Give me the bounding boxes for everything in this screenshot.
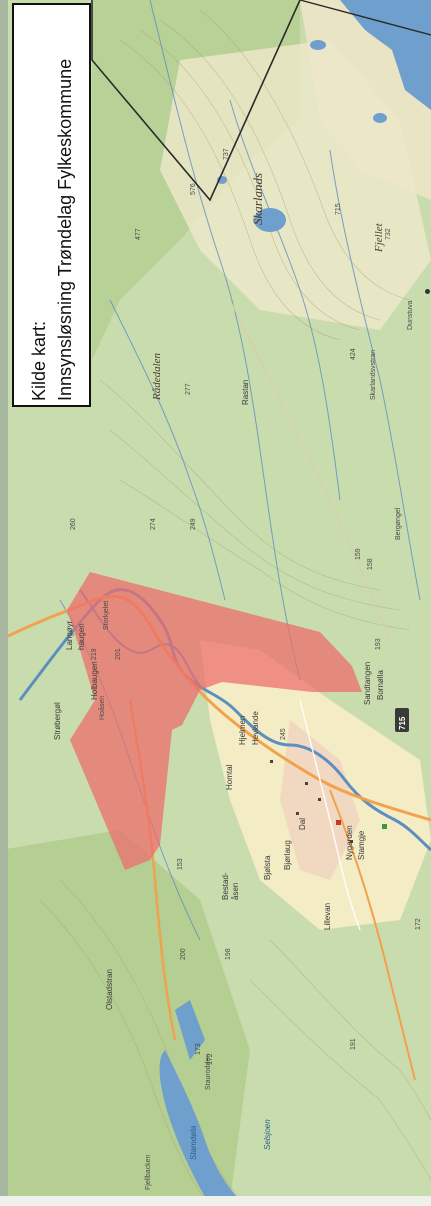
label-stamdola: Stamdøla xyxy=(189,1125,198,1160)
lake xyxy=(254,208,286,232)
boundary-line xyxy=(299,0,431,36)
label-dal: Dal xyxy=(298,818,307,830)
scan-speck xyxy=(425,289,430,294)
peak-height: 201 xyxy=(115,648,122,660)
lake xyxy=(373,113,387,123)
peak-height: 172 xyxy=(207,1053,214,1065)
label-dunstuva: Dunstuva xyxy=(407,300,414,330)
peak-height: 200 xyxy=(180,948,187,960)
road-number: 715 xyxy=(398,716,407,730)
road-number-badge: 715 xyxy=(395,708,409,732)
lake-selsjoen xyxy=(159,1050,245,1206)
label-homtal: Homtal xyxy=(225,764,234,790)
streams xyxy=(59,0,421,941)
label-lillevan: Lillevan xyxy=(323,903,332,930)
map-source-box: Kilde kart: Innsynsløsning Trøndelag Fyl… xyxy=(12,3,91,407)
label-fjellet: Fjellet xyxy=(373,222,385,253)
highland-area xyxy=(160,40,431,330)
label-stamgje: Stamgje xyxy=(357,830,366,860)
peak-height: 153 xyxy=(177,858,184,870)
scan-edge xyxy=(0,0,8,1206)
label-skarlandsvstran: Skarlandsvstran xyxy=(370,350,377,400)
building-icon xyxy=(350,840,353,843)
peak-height: 173 xyxy=(195,1043,202,1055)
highlighted-area xyxy=(67,572,362,870)
label-staurodden: Staurodden xyxy=(205,1054,212,1090)
label-bjorlaug: Bjørlaug xyxy=(283,840,292,870)
track xyxy=(229,299,391,641)
minor-road xyxy=(299,699,361,931)
label-bornolla: Bornølla xyxy=(376,670,385,700)
building-icon xyxy=(318,798,321,801)
label-sandtangen: Sandtangen xyxy=(363,662,372,705)
peak-height: 249 xyxy=(190,518,197,530)
road-badge-background xyxy=(395,708,409,732)
school-icon xyxy=(382,824,387,829)
peak-height: 172 xyxy=(415,918,422,930)
label-olstadstran: Olstadstran xyxy=(105,969,114,1010)
label-skarlands: Skarlands xyxy=(250,173,265,225)
label-hjelmen: Hjelmen xyxy=(238,716,247,745)
label-asen: åsen xyxy=(231,883,240,900)
label-rastan: Rastan xyxy=(241,380,250,405)
label-bestad: Bestad- xyxy=(221,872,230,900)
peak-height: 193 xyxy=(375,638,382,650)
peak-height: 198 xyxy=(225,948,232,960)
map-labels: Skarlands Rådedalen Fjellet Langøyr haug… xyxy=(53,173,414,1190)
peak-height: 159 xyxy=(355,548,362,560)
road xyxy=(329,789,416,1081)
building-icon xyxy=(305,782,308,785)
map-source-label: Kilde kart: xyxy=(28,320,49,401)
church-icon xyxy=(336,820,341,825)
peak-height: 576 xyxy=(190,183,197,195)
label-hevlande: Hevlande xyxy=(251,711,260,745)
label-storkjelet: Storkjelet xyxy=(103,601,110,630)
building-icon xyxy=(296,812,299,815)
peak-height: 732 xyxy=(385,228,392,240)
building-icon xyxy=(270,760,273,763)
label-bjolsta: Bjølsta xyxy=(263,855,272,880)
lake-north xyxy=(340,0,431,110)
label-radedalen: Rådedalen xyxy=(151,352,163,401)
lake xyxy=(175,1000,205,1060)
label-haugen: haugen xyxy=(77,623,86,650)
lake xyxy=(310,40,326,50)
label-holbaugen: Holbaugen xyxy=(90,661,99,700)
map-source-name: Innsynsløsning Trøndelag Fylkeskommune xyxy=(54,58,75,401)
label-strobergol: Strøbergøl xyxy=(53,702,62,740)
peak-height: 158 xyxy=(367,558,374,570)
peak-height: 477 xyxy=(135,228,142,240)
peak-height: 715 xyxy=(335,203,342,215)
peak-height: 424 xyxy=(350,348,357,360)
label-fjellbacken: Fjellbacken xyxy=(145,1154,152,1190)
peak-height: 277 xyxy=(185,383,192,395)
label-nygarden: Nygarden xyxy=(345,825,354,860)
peak-height: 274 xyxy=(150,518,157,530)
peak-height: 245 xyxy=(280,728,287,740)
label-hoasen: Hoåsen xyxy=(98,696,106,720)
scan-edge xyxy=(0,1196,431,1206)
label-bergongel: Bergøngel xyxy=(395,507,402,540)
boundary-line xyxy=(91,0,301,202)
map-source-text: Kilde kart: Innsynsløsning Trøndelag Fyl… xyxy=(26,9,78,401)
peak-height: 260 xyxy=(70,518,77,530)
label-langoyr: Langøyr xyxy=(65,620,74,650)
label-selsjoen: Selsjoen xyxy=(263,1119,272,1150)
settlement-markers xyxy=(270,760,387,843)
peak-height: 219 xyxy=(91,648,98,660)
spot-heights: 477 576 737 715 732 424 277 274 249 260 … xyxy=(70,148,422,1065)
peak-height: 737 xyxy=(223,148,230,160)
peak-height: 191 xyxy=(350,1038,357,1050)
